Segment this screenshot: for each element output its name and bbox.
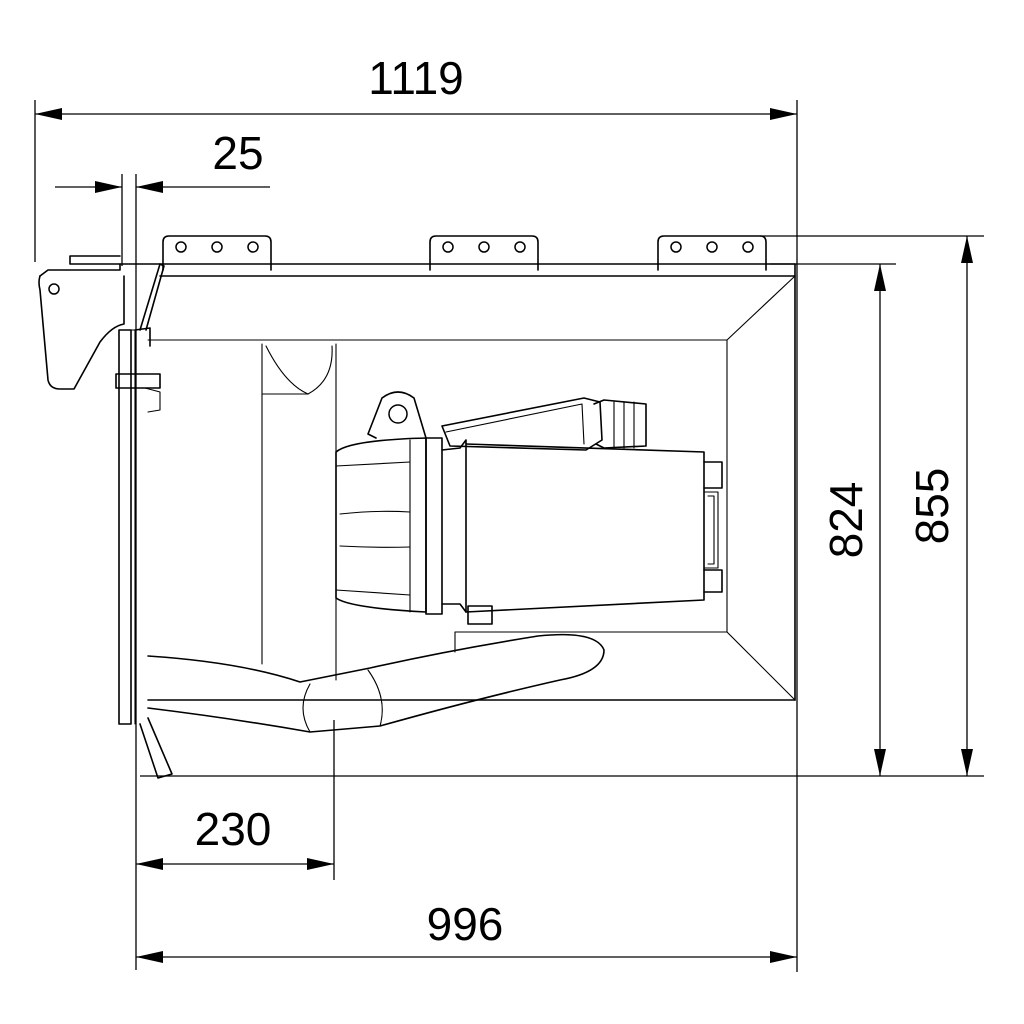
dim-flange-thickness: 25 (212, 127, 263, 179)
dim-front-depth: 230 (195, 803, 272, 855)
cable (147, 631, 605, 733)
plug-connector (335, 391, 723, 625)
door-hinge (38, 255, 173, 779)
housing (119, 263, 796, 701)
dim-overall-width: 1119 (368, 52, 464, 104)
mounting-tabs (162, 235, 767, 271)
dimension-lines (34, 100, 984, 972)
dim-body-width: 996 (427, 898, 504, 950)
dim-inner-height: 824 (820, 482, 872, 559)
dim-overall-height: 855 (906, 468, 958, 545)
